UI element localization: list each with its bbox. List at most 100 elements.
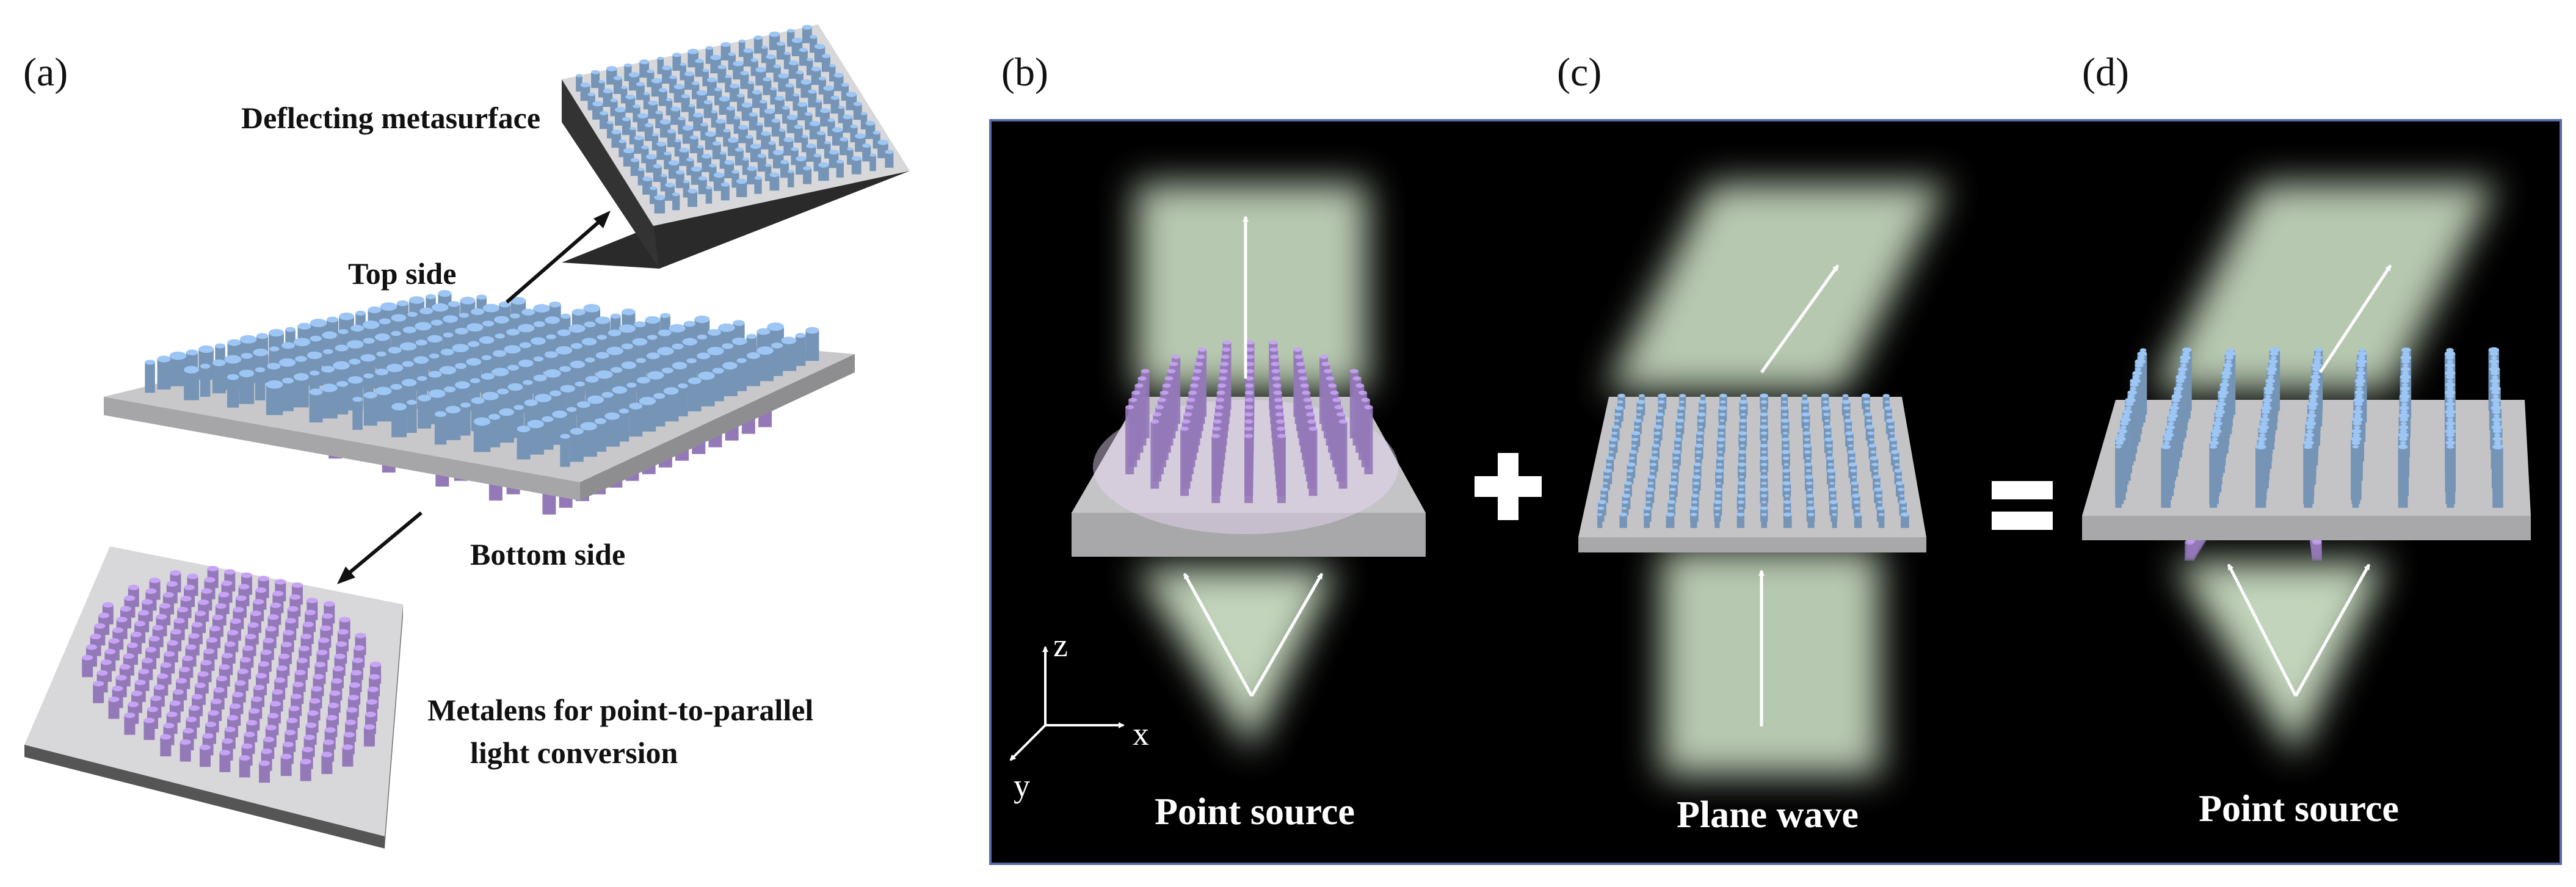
nanopillar	[761, 131, 771, 150]
nanopillar	[598, 79, 605, 98]
nanopillar	[658, 88, 667, 106]
nanopillar	[683, 179, 690, 198]
nanopillar	[681, 94, 690, 112]
nanopillar	[736, 358, 747, 391]
nanopillar	[829, 63, 836, 82]
nanopillar	[843, 114, 853, 133]
nanopillar	[747, 166, 757, 185]
nanopillar	[1338, 419, 1348, 489]
nanopillar	[724, 160, 735, 178]
nanopillar	[266, 380, 283, 415]
arrow-left-b	[1183, 573, 1254, 697]
panel-label-b: (b)	[1001, 50, 1048, 95]
nanopillar	[160, 734, 172, 756]
nanopillar	[473, 417, 491, 452]
nanopillar	[853, 101, 862, 120]
nanopillar	[811, 67, 821, 85]
nanopillar	[674, 139, 681, 157]
nanopillar	[698, 176, 707, 195]
panel-label-a: (a)	[23, 50, 68, 95]
arrow-deflected-c	[1760, 264, 1840, 374]
nanopillar	[434, 411, 447, 445]
nanopillar	[629, 402, 643, 437]
nanopillar	[1180, 426, 1189, 496]
nanopillar	[688, 377, 702, 411]
beam-tilted-c	[1606, 183, 1948, 391]
label-metalens-line1: Metalens for point-to-parallel	[427, 693, 813, 727]
nanopillar	[643, 92, 650, 110]
nanopillar	[200, 744, 211, 767]
nanopillar	[802, 24, 812, 43]
nanopillar	[281, 377, 294, 411]
nanopillar	[824, 140, 831, 159]
nanopillar	[656, 141, 667, 160]
nanopillar	[797, 102, 807, 121]
nanopillar	[757, 153, 766, 172]
nanopillar	[1597, 513, 1603, 528]
nanopillar	[342, 744, 354, 767]
nanopillar	[1854, 512, 1862, 528]
nanopillar	[644, 123, 653, 142]
nanopillar	[2398, 444, 2408, 508]
nanopillar	[695, 59, 704, 77]
nanopillar	[591, 70, 600, 89]
nanopillar	[869, 153, 876, 172]
nanopillar	[576, 74, 582, 92]
arrow-left-d	[2227, 563, 2298, 697]
nanopillar	[712, 367, 724, 402]
nanopillar	[2352, 445, 2359, 508]
nanopillar	[865, 120, 876, 139]
nanopillar	[770, 87, 777, 105]
nanopillar	[2161, 444, 2171, 508]
nanopillar	[1783, 512, 1792, 528]
nanopillar	[679, 147, 689, 166]
nanopillar	[771, 118, 780, 137]
nanopillar	[2185, 540, 2195, 561]
nanopillar	[793, 93, 799, 111]
nanopillar	[771, 342, 783, 376]
deflecting-metasurface-tile	[562, 24, 910, 269]
nanopillar	[778, 128, 786, 147]
label-bottom-side: Bottom side	[470, 537, 625, 571]
nanopillar	[678, 383, 688, 417]
nanopillar	[735, 147, 744, 166]
nanopillar	[693, 112, 703, 131]
nanopillar	[808, 89, 817, 107]
substrate-c	[1578, 397, 1926, 537]
nanopillar	[2209, 444, 2218, 508]
nanopillar	[717, 65, 727, 83]
nanopillar	[788, 60, 799, 79]
nanopillar	[630, 157, 639, 176]
nanopillar	[795, 333, 806, 366]
nanopillar	[702, 68, 709, 87]
axis-label-z: z	[1053, 627, 1068, 664]
nanopillar	[702, 153, 712, 172]
nanopillar	[1807, 513, 1815, 528]
nanopillar	[663, 387, 679, 422]
nanopillar	[829, 150, 839, 168]
nanopillar	[672, 52, 681, 71]
beam-cone-d	[2174, 562, 2387, 757]
nanopillar	[600, 110, 609, 129]
double-sided-metasurface	[104, 290, 855, 515]
nanopillar	[742, 157, 749, 175]
nanopillar	[725, 74, 731, 93]
nanopillar	[1125, 405, 1134, 474]
nanopillar	[753, 35, 763, 54]
nanopillar	[363, 391, 377, 426]
nanopillar	[629, 126, 636, 145]
nanopillar	[818, 162, 829, 181]
nanopillar	[1211, 433, 1221, 504]
nanopillar	[219, 750, 231, 772]
nanopillar	[651, 132, 659, 151]
metalens-tile	[24, 546, 403, 849]
nanopillar	[1736, 512, 1745, 528]
nanopillar	[736, 178, 747, 197]
nanopillar	[666, 98, 673, 116]
arrow-deflected-d	[2318, 264, 2392, 374]
nanopillar	[716, 118, 725, 137]
nanopillar	[145, 360, 155, 393]
nanopillar	[1878, 513, 1885, 528]
nanopillar	[606, 121, 614, 139]
nanopillar	[719, 151, 727, 169]
